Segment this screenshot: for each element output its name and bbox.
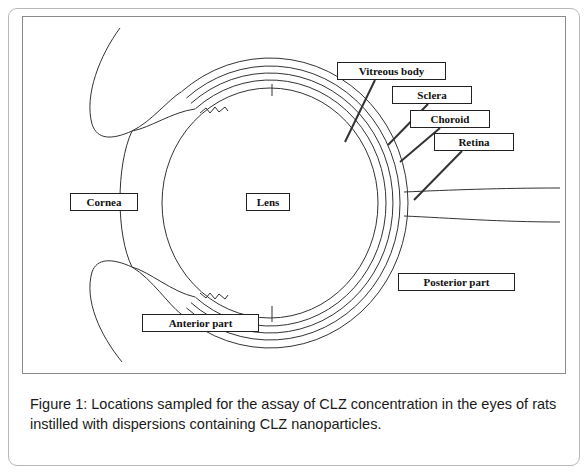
- upper-conjunctiva: [132, 109, 195, 131]
- retina-layer: [195, 80, 386, 326]
- part-label: Retina: [458, 137, 489, 148]
- part-label: Anterior part: [169, 318, 233, 329]
- part-label: Sclera: [417, 90, 446, 101]
- part-label: Vitreous body: [359, 66, 425, 77]
- optic-nerve: [404, 188, 560, 192]
- sclera-layer: [186, 66, 400, 340]
- label-box: Posterior part: [398, 273, 515, 291]
- ciliary-body: [200, 107, 228, 113]
- label-box: Anterior part: [142, 314, 259, 332]
- part-label: Choroid: [431, 114, 470, 125]
- part-label: Posterior part: [423, 277, 489, 288]
- label-box: Lens: [246, 193, 290, 211]
- lower-conjunctiva: [132, 267, 195, 297]
- outer-layer: [181, 58, 408, 348]
- lower-eyelid: [90, 261, 181, 362]
- leader-line: [414, 151, 462, 200]
- label-box: Cornea: [70, 193, 138, 211]
- label-box: Retina: [434, 133, 514, 151]
- figure-caption: Figure 1: Locations sampled for the assa…: [30, 394, 560, 434]
- leader-line: [345, 80, 375, 142]
- upper-eyelid: [90, 28, 181, 137]
- part-label: Cornea: [87, 197, 122, 208]
- optic-nerve: [404, 216, 560, 222]
- label-box: Vitreous body: [337, 62, 446, 80]
- section-tick: [272, 306, 273, 322]
- part-label: Lens: [257, 197, 280, 208]
- choroid-layer: [191, 73, 393, 333]
- ciliary-body: [200, 293, 228, 299]
- lens-outline: [162, 88, 378, 318]
- label-box: Choroid: [410, 110, 490, 128]
- label-box: Sclera: [392, 86, 472, 104]
- section-tick: [272, 84, 273, 96]
